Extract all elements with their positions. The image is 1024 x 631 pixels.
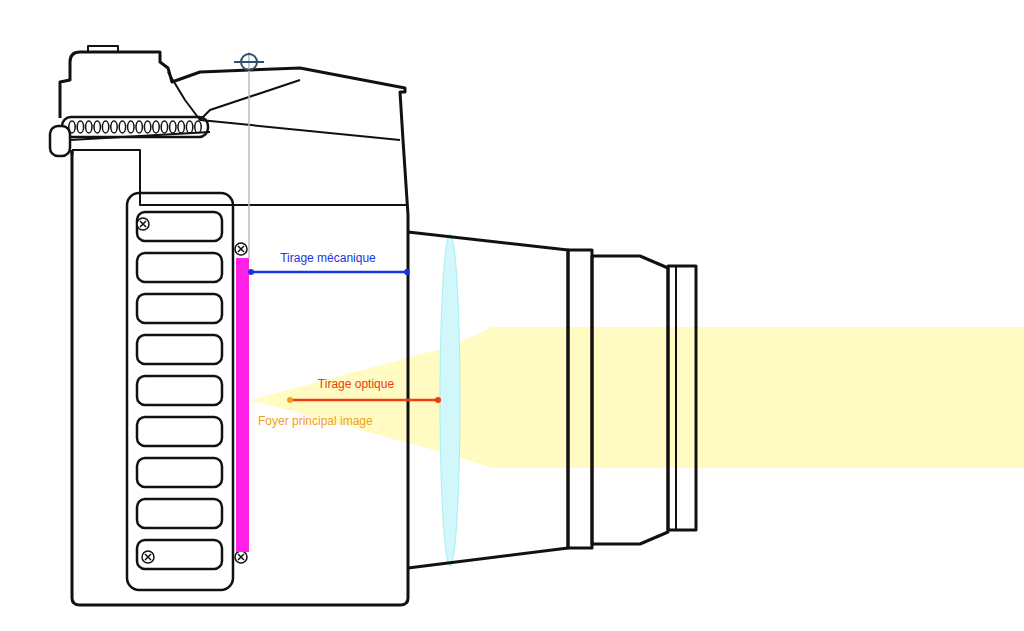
knurl-rib xyxy=(153,121,159,133)
grip-slot xyxy=(137,335,222,364)
front-ring xyxy=(668,266,696,530)
dial-knurl xyxy=(69,121,201,133)
grip-slot xyxy=(137,499,222,528)
lens-element xyxy=(440,234,460,566)
knurl-rib xyxy=(144,121,150,133)
knurl-rib xyxy=(94,121,100,133)
prism-slope xyxy=(200,80,300,120)
grip-panel xyxy=(127,193,233,590)
knurl-rib xyxy=(128,121,134,133)
dimension-label: Tirage optique xyxy=(318,377,394,391)
camera-body xyxy=(60,52,408,605)
knurled-dial xyxy=(62,117,208,137)
grip-slot xyxy=(137,253,222,282)
plane-line xyxy=(248,52,250,258)
light-beam xyxy=(250,327,1024,468)
screw xyxy=(137,218,149,230)
knurl-rib xyxy=(102,121,108,133)
focal-point-dot xyxy=(287,397,293,403)
dial-cap xyxy=(50,126,70,156)
flange-dot xyxy=(248,269,254,275)
knurl-rib xyxy=(136,121,142,133)
knurl-rib xyxy=(161,121,167,133)
flange-line xyxy=(250,271,408,274)
grip-slot xyxy=(137,458,222,487)
flange-dot xyxy=(404,269,410,275)
focal-point-label: Foyer principal image xyxy=(258,414,373,428)
optical-line xyxy=(290,399,438,402)
grip-slot xyxy=(137,294,222,323)
grip-slot xyxy=(137,417,222,446)
sensor-plane xyxy=(236,258,249,552)
prism-edge xyxy=(168,72,400,140)
knurl-rib xyxy=(186,121,192,133)
screw xyxy=(142,551,154,563)
dimension-label: Tirage mécanique xyxy=(280,251,376,265)
knurl-rib xyxy=(119,121,125,133)
grip-slot xyxy=(137,376,222,405)
front-ring-edge xyxy=(675,266,677,530)
grip-slot xyxy=(137,540,222,569)
screw xyxy=(235,551,247,563)
grip-slot xyxy=(137,212,222,241)
top-plate-line xyxy=(72,150,408,205)
knurl-rib xyxy=(111,121,117,133)
knurl-rib xyxy=(77,121,83,133)
knurl-rib xyxy=(170,121,176,133)
lens-ring xyxy=(568,250,592,548)
top-button xyxy=(88,46,118,52)
knurl-rib xyxy=(178,121,184,133)
knurl-rib xyxy=(86,121,92,133)
screw xyxy=(235,243,247,255)
knurl-rib xyxy=(69,121,75,133)
focal-plane-symbol-bar xyxy=(234,61,264,63)
knurl-rib xyxy=(195,121,201,133)
optical-dot xyxy=(435,397,441,403)
focus-ring xyxy=(592,256,668,544)
